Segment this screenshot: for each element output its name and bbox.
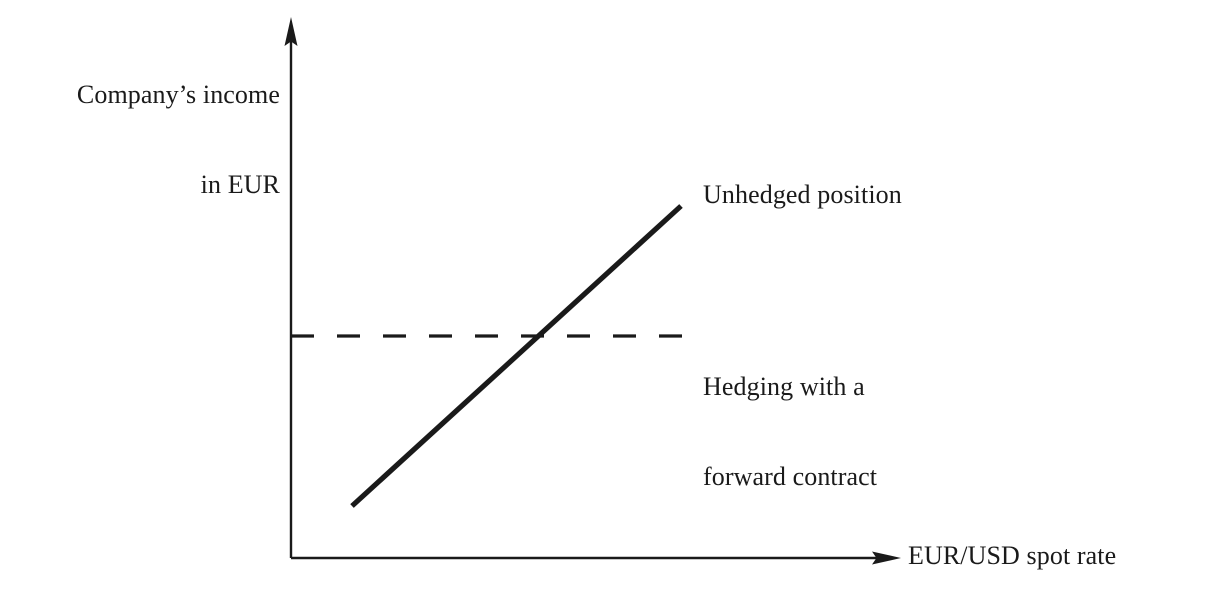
- y-axis-label: Company’s income in EUR: [0, 20, 280, 260]
- unhedged-position-annotation: Unhedged position: [703, 180, 902, 209]
- y-axis-label-line2: in EUR: [200, 170, 280, 199]
- hedging-forward-annotation: Hedging with a forward contract: [703, 312, 877, 552]
- hedging-forward-annotation-line2: forward contract: [703, 462, 878, 491]
- x-axis-label: EUR/USD spot rate: [908, 541, 1117, 570]
- hedging-forward-annotation-line1: Hedging with a: [703, 372, 865, 401]
- y-axis-arrow-icon: [284, 17, 298, 46]
- x-axis-arrow-icon: [872, 551, 901, 565]
- unhedged-position-solid-line: [350, 204, 683, 508]
- y-axis-label-line1: Company’s income: [76, 80, 280, 109]
